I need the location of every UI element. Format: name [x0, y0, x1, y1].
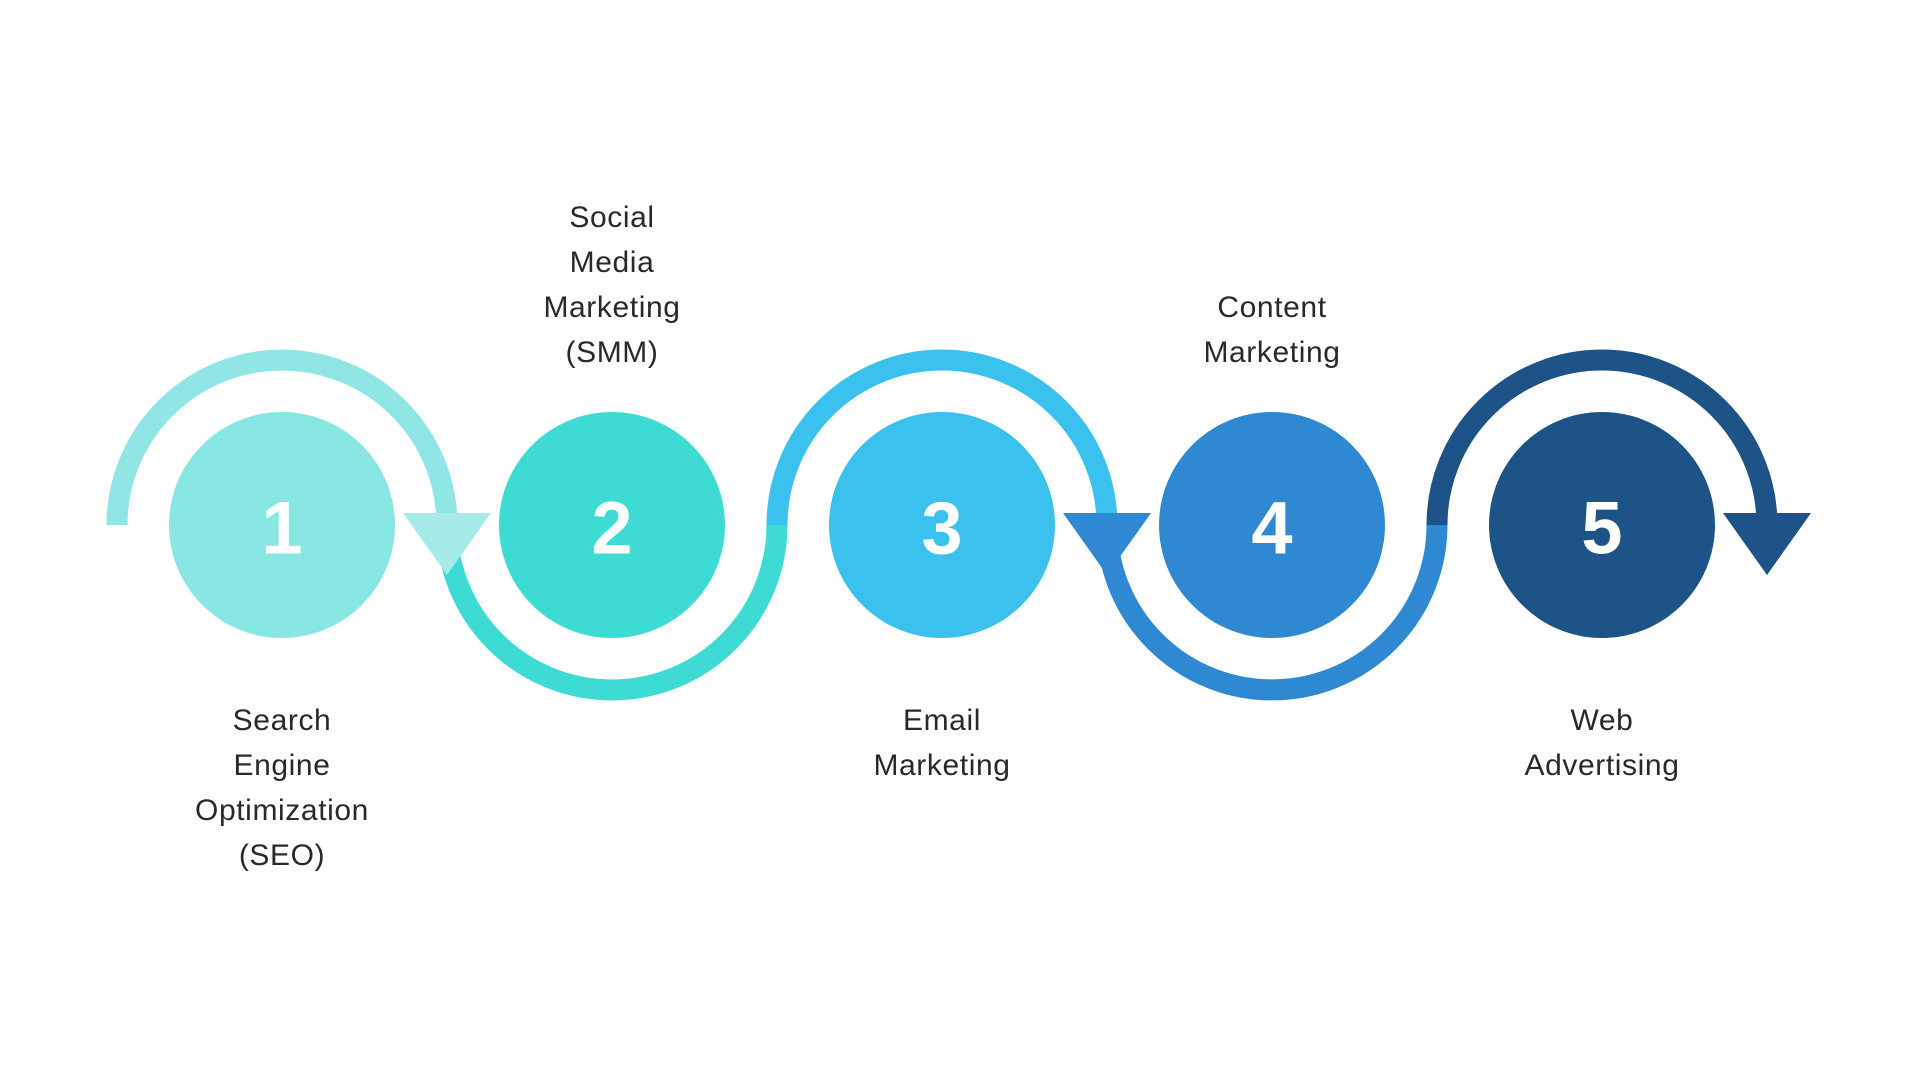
step-4-number: 4 — [1251, 487, 1292, 570]
step-1-connector-arc — [106, 349, 458, 526]
step-2-label-line-2: Media — [569, 246, 655, 279]
arrow-down-icon-after-step-3 — [1063, 513, 1151, 575]
step-2-label-line-4: (SMM) — [565, 336, 659, 369]
step-2-number: 2 — [591, 487, 632, 570]
step-4-connector-arc — [1096, 524, 1448, 701]
step-1-label-line-2: Engine — [233, 749, 331, 782]
step-3-circle — [829, 412, 1055, 638]
step-2-connector-arc — [436, 524, 788, 701]
arrow-down-icon-after-step-1 — [403, 513, 491, 575]
step-1-label-line-3: Optimization — [195, 794, 369, 827]
step-1-number: 1 — [261, 487, 302, 570]
step-4-circle — [1159, 412, 1385, 638]
step-1-label-line-4: (SEO) — [238, 839, 326, 872]
step-2-label-line-1: Social — [569, 201, 655, 234]
step-1-circle — [169, 412, 395, 638]
step-5-label-line-1: Web — [1570, 704, 1634, 737]
step-5-label-line-2: Advertising — [1524, 749, 1680, 782]
step-3-label-line-1: Email — [902, 704, 981, 737]
step-1-label-line-1: Search — [232, 704, 332, 737]
step-3-number: 3 — [921, 487, 962, 570]
step-2-circle — [499, 412, 725, 638]
step-3-connector-arc — [766, 349, 1118, 526]
step-5-connector-arc — [1426, 349, 1778, 526]
step-3-label-line-2: Marketing — [873, 749, 1011, 782]
step-2-label-line-3: Marketing — [543, 291, 681, 324]
step-4-label-line-1: Content — [1217, 291, 1327, 324]
arrow-down-icon-after-step-5 — [1723, 513, 1811, 575]
step-5-circle — [1489, 412, 1715, 638]
step-4-label-line-2: Marketing — [1203, 336, 1341, 369]
step-5-number: 5 — [1581, 487, 1622, 570]
